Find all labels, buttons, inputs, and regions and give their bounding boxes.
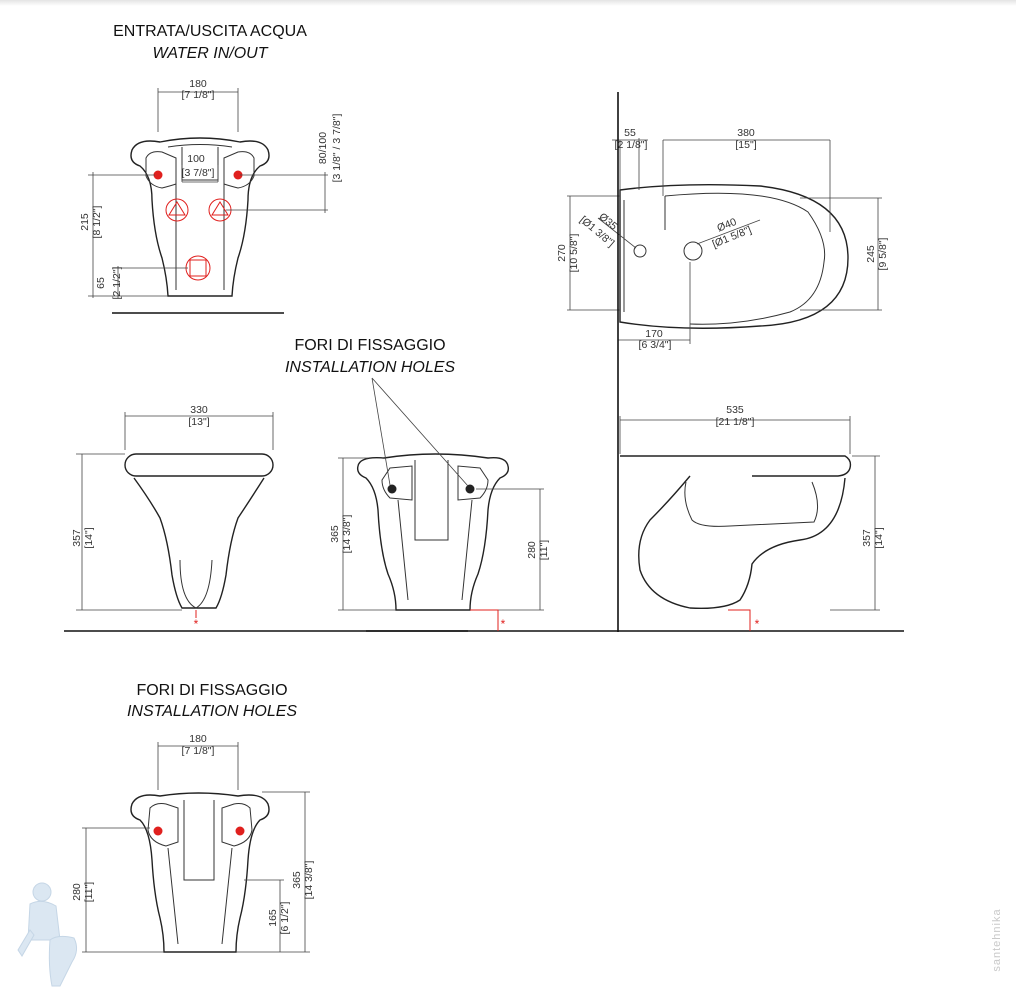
back2-outline [356, 453, 510, 611]
fixing-hole-right [465, 484, 475, 494]
dim-180-in: [7 1/8"] [182, 89, 215, 101]
back-outline [130, 137, 270, 297]
title-holes-it: FORI DI FISSAGGIO [294, 337, 445, 354]
dim-357b: 357 [861, 529, 873, 547]
dim-b180-in: [7 1/8"] [182, 745, 215, 757]
dim-100: 100 [187, 153, 205, 165]
dim-270: 270 [556, 244, 568, 262]
adjust-mark: * [194, 617, 199, 631]
adjust-mark: * [501, 617, 506, 631]
dim-380: 380 [737, 127, 755, 139]
drain-hole [683, 241, 703, 261]
title-holes2-en: INSTALLATION HOLES [127, 703, 297, 720]
dim-215: 215 [79, 213, 91, 231]
dim-b280-in: [11"] [83, 882, 95, 903]
side-rim [620, 455, 852, 477]
view-installation-back-2: 180 [7 1/8"] 280 [11"] 365 [14 3/8"] 165… [71, 733, 315, 953]
water-inlet-triangle-icon [168, 201, 186, 216]
title-water-en: WATER IN/OUT [153, 45, 269, 62]
dim-b180: 180 [189, 733, 207, 745]
dim-170-in: [6 3/4"] [639, 339, 672, 351]
dim-245: 245 [865, 245, 877, 263]
dim-80-100: 80/100 [317, 132, 329, 164]
plumber-mascot-icon [17, 882, 78, 987]
dim-65-in: [2 1/2"] [111, 266, 123, 299]
dim-280: 280 [526, 541, 538, 559]
dim-357-in: [14"] [83, 527, 95, 548]
water-inlet-dot-left [153, 170, 163, 180]
dim-357: 357 [71, 529, 83, 547]
dim-535-in: [21 1/8"] [716, 416, 755, 428]
dim-180: 180 [189, 78, 207, 90]
dim-330-in: [13"] [188, 416, 209, 428]
dim-b165: 165 [267, 909, 279, 927]
view-installation-back: 365 [14 3/8"] 280 [11"] * [329, 377, 550, 632]
back3-outline [130, 792, 270, 953]
water-inlet-triangle-icon [211, 201, 229, 216]
dim-b165-in: [6 1/2"] [279, 901, 291, 934]
dim-357b-in: [14"] [873, 527, 885, 548]
view-top: 55 [2 1/8"] 380 [15"] 270 [10 5/8"] Ø35 … [556, 127, 889, 351]
title-holes-en: INSTALLATION HOLES [285, 359, 455, 376]
front-body [133, 477, 265, 609]
dim-330: 330 [190, 404, 208, 416]
dim-80-100-in: [3 1/8" / 3 7/8"] [331, 114, 343, 183]
dim-380-in: [15"] [735, 139, 756, 151]
dim-215-in: [8 1/2"] [91, 205, 103, 238]
front-rim [124, 453, 274, 477]
adjust-mark: * [755, 617, 760, 631]
dim-270-in: [10 5/8"] [568, 234, 580, 273]
watermark-text: santehnika [991, 908, 1003, 971]
side-body [638, 475, 846, 610]
dim-535: 535 [726, 404, 744, 416]
water-outlet-square-icon [189, 259, 207, 277]
title-holes2-it: FORI DI FISSAGGIO [136, 682, 287, 699]
water-inlet-dot-right [233, 170, 243, 180]
dim-55: 55 [624, 127, 636, 139]
view-side: 535 [21 1/8"] 357 [14"] * [619, 404, 885, 631]
dim-170: 170 [645, 328, 663, 340]
top-edge-shadow [0, 0, 1016, 6]
dim-b280: 280 [71, 883, 83, 901]
fixing-dot-left [153, 826, 163, 836]
view-front: 330 [13"] 357 [14"] * [71, 404, 274, 631]
title-water-it: ENTRATA/USCITA ACQUA [113, 23, 307, 40]
dim-b365: 365 [291, 871, 303, 889]
view-water-in-out: 180 [7 1/8"] 100 [3 7/8"] 80/100 [3 1/8"… [79, 78, 343, 314]
dim-55-in: [2 1/8"] [615, 139, 648, 151]
fixing-hole-left [387, 484, 397, 494]
dim-b365-in: [14 3/8"] [303, 861, 315, 900]
dim-245-in: [9 5/8"] [877, 237, 889, 270]
dim-280-in: [11"] [538, 540, 550, 561]
fixing-dot-right [235, 826, 245, 836]
dim-65: 65 [95, 277, 107, 289]
top-outline [619, 183, 849, 329]
dim-365: 365 [329, 525, 341, 543]
dim-100-in: [3 7/8"] [182, 167, 215, 179]
tap-hole [633, 244, 647, 258]
dim-365-in: [14 3/8"] [341, 515, 353, 554]
